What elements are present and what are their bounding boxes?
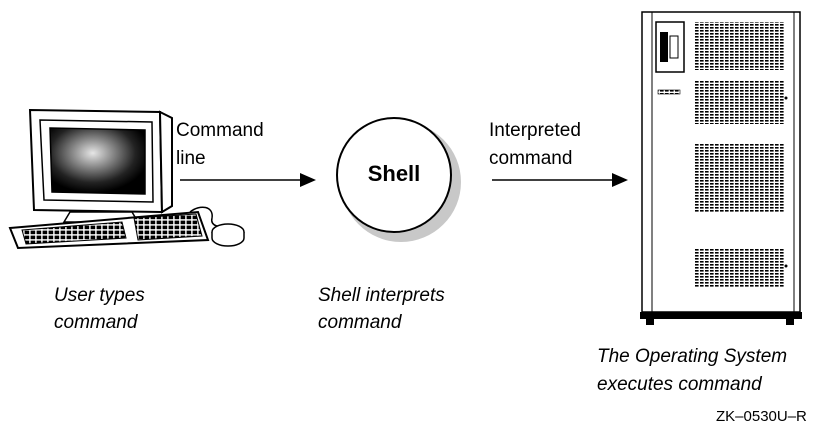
shell-label: Shell bbox=[367, 161, 421, 186]
caption-user-1: User types bbox=[54, 285, 145, 306]
edge-label-interpreted-1: Interpreted bbox=[489, 120, 581, 141]
caption-os-1: The Operating System bbox=[597, 346, 788, 367]
figure-code: ZK–0530U–R bbox=[716, 408, 807, 425]
shell-node bbox=[336, 117, 461, 242]
caption-shell-2: command bbox=[318, 312, 402, 333]
caption-user-2: command bbox=[54, 312, 138, 333]
edge-label-command-line-1: Command bbox=[176, 120, 264, 141]
caption-shell-1: Shell interprets bbox=[318, 285, 445, 306]
server-cabinet-icon bbox=[640, 11, 802, 325]
arrow-interpreted-command bbox=[492, 173, 628, 187]
edge-label-command-line-2: line bbox=[176, 148, 206, 169]
arrow-command-line bbox=[180, 173, 316, 187]
edge-label-interpreted-2: command bbox=[489, 148, 573, 169]
caption-os-2: executes command bbox=[597, 374, 762, 395]
workstation-icon bbox=[8, 108, 245, 250]
